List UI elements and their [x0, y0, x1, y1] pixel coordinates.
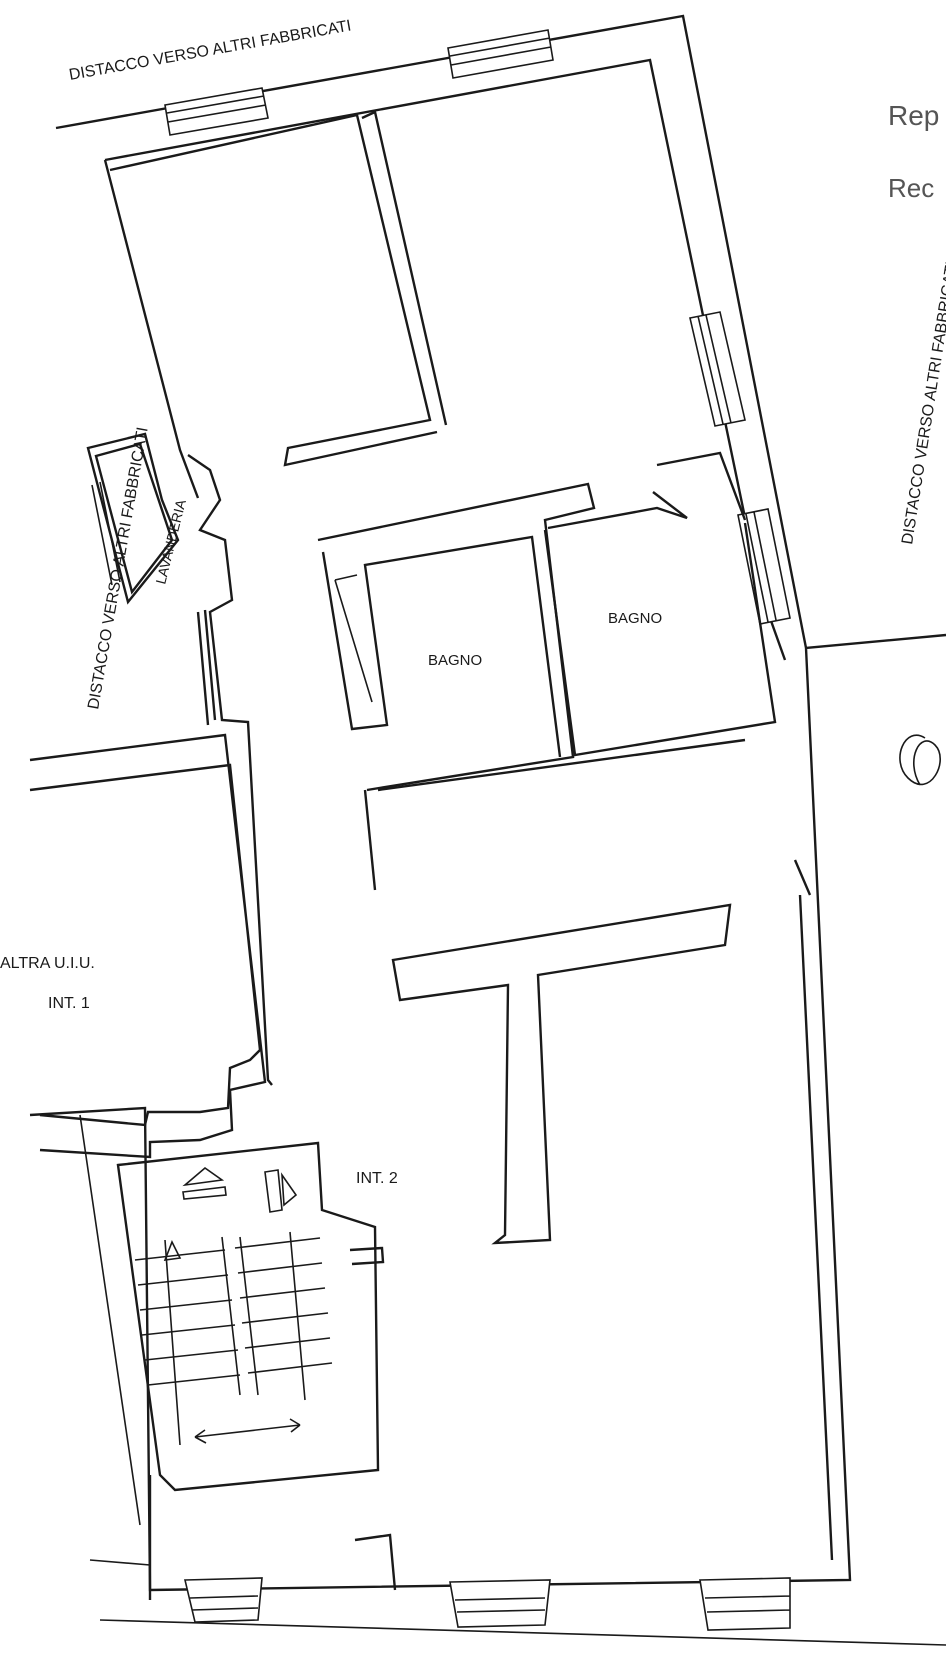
- stair-landing-marker-1: [182, 1166, 227, 1200]
- window-top-left: [164, 87, 269, 136]
- lavanderia-label: LAVANDERIA: [152, 497, 189, 586]
- altra-uiu-label: ALTRA U.I.U.: [0, 955, 95, 972]
- margin-text-1: Rep: [888, 100, 939, 131]
- right-windows: [689, 311, 791, 625]
- right-edge-label: DISTACCO VERSO ALTRI FABBRICATI: [899, 260, 946, 545]
- left-edge-label: DISTACCO VERSO ALTRI FABBRICATI: [85, 426, 151, 711]
- stair-treads: [134, 1237, 333, 1386]
- window-top-right: [447, 29, 554, 79]
- signature-mark: [899, 734, 941, 786]
- wall-stub-right: [349, 1246, 385, 1266]
- bathroom-door-swing: [334, 574, 373, 703]
- window-right-upper: [689, 311, 746, 427]
- stair-block: [116, 1141, 380, 1492]
- window-bottom-2: [449, 1579, 551, 1628]
- bagno-right-label: BAGNO: [608, 610, 662, 627]
- room-upper-left: [109, 113, 438, 467]
- window-right-lower: [737, 508, 791, 625]
- corridor-wall-left: [187, 454, 273, 1086]
- bottom-windows: [183, 1577, 791, 1631]
- corridor-wall-left-2: [196, 609, 217, 726]
- bathroom-top-wall: [317, 482, 596, 792]
- margin-text-2: Rec: [888, 173, 934, 203]
- bathrooms-block: [317, 482, 777, 792]
- top-windows: [164, 29, 554, 136]
- bathroom-right: [543, 491, 777, 757]
- int2-inner-partition: [391, 903, 732, 1245]
- lavanderia-outline: [86, 432, 180, 605]
- bathroom-left: [321, 535, 562, 758]
- top-edge-label: DISTACCO VERSO ALTRI FABBRICATI: [68, 17, 353, 83]
- wall-stub-bottom: [148, 1475, 397, 1600]
- stair-arrow-up: [163, 1240, 182, 1261]
- ground-lines: [79, 1114, 946, 1646]
- ground-line-left: [79, 1114, 141, 1526]
- outer-wall-outline: [29, 14, 946, 1592]
- int2-right-wall: [793, 859, 834, 1561]
- inner-wall-outline: [103, 58, 787, 661]
- room-upper-right: [361, 110, 448, 426]
- stair-stringers: [164, 1231, 306, 1446]
- int2-room: [363, 738, 834, 1561]
- stair-arrow-horizontal: [194, 1418, 301, 1444]
- outer-perimeter: [29, 14, 946, 1592]
- stair-enclosure: [116, 1141, 380, 1492]
- int-2-label: INT. 2: [356, 1170, 398, 1187]
- ground-line-outer: [89, 1559, 946, 1646]
- lavanderia-room: [86, 432, 180, 605]
- lavanderia-window: [91, 481, 121, 586]
- int-1-label: INT. 1: [48, 995, 90, 1012]
- left-unit-outline: [29, 733, 267, 1159]
- window-bottom-3: [699, 1577, 791, 1631]
- stair-landing-marker-2: [264, 1169, 298, 1213]
- right-upper-wall: [656, 451, 747, 521]
- bagno-left-label: BAGNO: [428, 652, 482, 669]
- window-bottom-1: [183, 1577, 263, 1623]
- int2-top-wall: [363, 738, 746, 891]
